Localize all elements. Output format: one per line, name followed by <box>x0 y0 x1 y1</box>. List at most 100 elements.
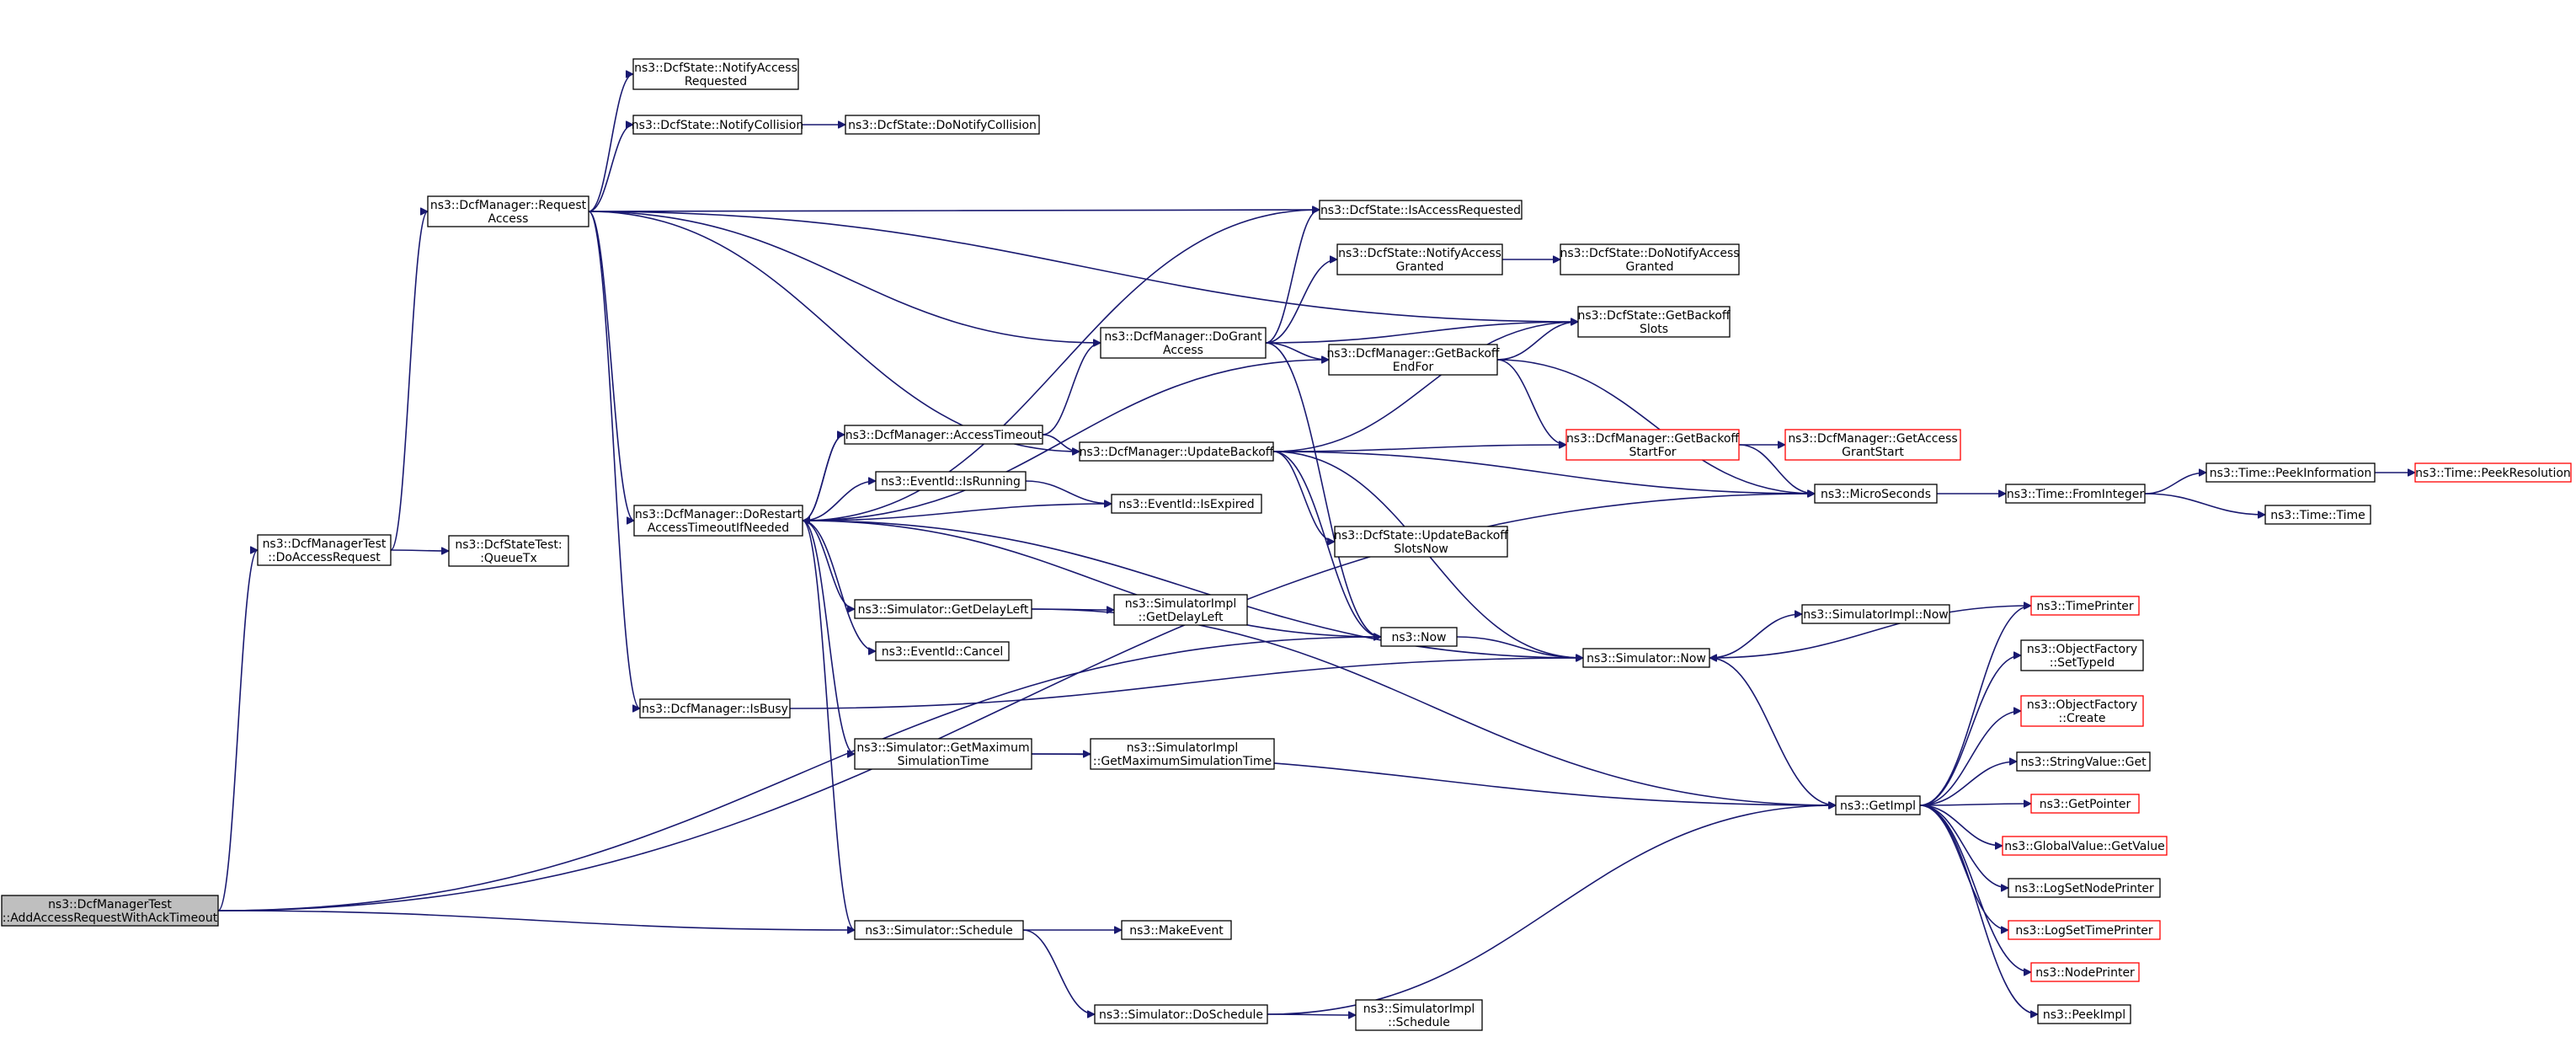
node-svget[interactable]: ns3::StringValue::Get <box>2016 751 2151 772</box>
node-label: ::DoAccessRequest <box>268 551 381 564</box>
node-label: ns3::ObjectFactory <box>2027 698 2137 712</box>
node-label: EndFor <box>1393 361 1434 374</box>
node-queuetx[interactable]: ns3::DcfStateTest::QueueTx <box>448 535 569 567</box>
node-dosched[interactable]: ns3::Simulator::DoSchedule <box>1094 1004 1268 1024</box>
node-sgmst[interactable]: ns3::Simulator::GetMaximumSimulationTime <box>854 738 1032 770</box>
node-fromint[interactable]: ns3::Time::FromInteger <box>2005 484 2146 504</box>
node-lsnp[interactable]: ns3::LogSetNodePrinter <box>2008 878 2161 898</box>
node-schedule[interactable]: ns3::Simulator::Schedule <box>854 920 1024 940</box>
node-peekres[interactable]: ns3::Time::PeekResolution <box>2414 462 2572 483</box>
node-getpointer[interactable]: ns3::GetPointer <box>2030 794 2140 814</box>
node-lstp[interactable]: ns3::LogSetTimePrinter <box>2008 920 2161 940</box>
node-label: ns3::DcfManager::DoRestart <box>635 508 803 521</box>
node-isreq[interactable]: ns3::DcfState::IsAccessRequested <box>1319 200 1523 220</box>
edge-ub-to-now <box>1272 451 1381 637</box>
node-label: ns3::SimulatorImpl <box>1125 597 1237 611</box>
edge-root-to-now <box>217 637 1381 911</box>
node-simnow[interactable]: ns3::Simulator::Now <box>1582 648 1710 668</box>
node-label: ns3::EventId::Cancel <box>882 645 1004 659</box>
node-layer: ns3::DcfManagerTest::AddAccessRequestWit… <box>1 58 2572 1031</box>
node-box <box>633 505 803 537</box>
node-sigdl[interactable]: ns3::SimulatorImpl::GetDelayLeft <box>1113 594 1248 626</box>
node-box <box>1835 795 1921 815</box>
node-micro[interactable]: ns3::MicroSeconds <box>1814 484 1938 504</box>
edge-dosched-to-getimpl <box>1267 805 1836 1015</box>
node-label: ns3::PeekImpl <box>2043 1008 2125 1022</box>
node-label: ns3::EventId::IsExpired <box>1118 498 1254 511</box>
node-label: Access <box>488 212 529 226</box>
node-peekimpl[interactable]: ns3::PeekImpl <box>2037 1004 2131 1024</box>
node-box <box>1100 327 1267 359</box>
node-makeevent[interactable]: ns3::MakeEvent <box>1121 920 1232 940</box>
node-isrun[interactable]: ns3::EventId::IsRunning <box>875 471 1027 491</box>
node-nc[interactable]: ns3::DcfState::NotifyCollision <box>632 115 803 135</box>
edge-dga-to-gbe <box>1265 342 1329 360</box>
node-label: :QueueTx <box>480 552 537 565</box>
node-dnc[interactable]: ns3::DcfState::DoNotifyCollision <box>845 115 1040 135</box>
node-timetime[interactable]: ns3::Time::Time <box>2264 505 2371 525</box>
edge-req-to-dga <box>588 211 1101 343</box>
edge-dga-to-isreq <box>1265 210 1320 344</box>
node-label: GrantStart <box>1842 446 1904 459</box>
node-label: ns3::DcfState::GetBackoff <box>1577 309 1730 323</box>
node-box <box>257 534 392 566</box>
node-label: ns3::DcfManagerTest <box>48 898 172 911</box>
edge-dar-to-queuetx <box>390 550 449 551</box>
node-label: AccessTimeoutIfNeeded <box>648 521 789 535</box>
edge-ub-to-micro <box>1272 451 1815 494</box>
node-sisched[interactable]: ns3::SimulatorImpl::Schedule <box>1355 999 1483 1031</box>
node-label: ns3::DcfManager::IsBusy <box>642 703 788 716</box>
node-label: ns3::DcfManager::GetBackoff <box>1326 347 1499 361</box>
node-ub[interactable]: ns3::DcfManager::UpdateBackoff <box>1079 441 1274 462</box>
node-label: ::GetMaximumSimulationTime <box>1093 755 1272 768</box>
edge-dr-to-isreq <box>802 210 1320 521</box>
edge-simnow-to-siminow <box>1709 614 1802 659</box>
edge-fromint-to-timetime <box>2144 493 2265 515</box>
node-box <box>2020 695 2144 727</box>
edge-req-to-nar <box>588 74 634 212</box>
node-siminow[interactable]: ns3::SimulatorImpl::Now <box>1801 604 1950 624</box>
edge-req-to-isreq <box>588 210 1320 211</box>
node-label: ns3::SimulatorImpl <box>1127 741 1239 755</box>
node-isexp[interactable]: ns3::EventId::IsExpired <box>1111 494 1262 514</box>
node-label: Granted <box>1625 260 1673 274</box>
node-box <box>875 641 1010 661</box>
node-box <box>1121 920 1232 940</box>
node-box <box>844 425 1043 445</box>
node-peekinfo[interactable]: ns3::Time::PeekInformation <box>2205 462 2376 483</box>
node-isbusy[interactable]: ns3::DcfManager::IsBusy <box>639 698 791 719</box>
node-gvgv[interactable]: ns3::GlobalValue::GetValue <box>2002 836 2168 856</box>
node-nodeprinter[interactable]: ns3::NodePrinter <box>2030 962 2140 982</box>
node-dar[interactable]: ns3::DcfManagerTest::DoAccessRequest <box>257 534 392 566</box>
edge-gbsf-to-micro <box>1738 444 1815 494</box>
node-box <box>1 895 219 927</box>
node-label: StartFor <box>1629 446 1676 459</box>
edge-req-to-ub <box>588 211 1080 452</box>
node-dr[interactable]: ns3::DcfManager::DoRestartAccessTimeoutI… <box>633 505 803 537</box>
node-label: ::SetTypeId <box>2050 656 2115 670</box>
node-sigmst[interactable]: ns3::SimulatorImpl::GetMaximumSimulation… <box>1090 738 1275 770</box>
node-ofcreate[interactable]: ns3::ObjectFactory::Create <box>2020 695 2144 727</box>
node-label: Slots <box>1640 323 1668 336</box>
node-now[interactable]: ns3::Now <box>1380 627 1458 647</box>
node-getimpl[interactable]: ns3::GetImpl <box>1835 795 1921 815</box>
node-at[interactable]: ns3::DcfManager::AccessTimeout <box>844 425 1043 445</box>
node-timeprinter[interactable]: ns3::TimePrinter <box>2030 596 2140 616</box>
node-ofsti[interactable]: ns3::ObjectFactory::SetTypeId <box>2020 639 2144 671</box>
node-cancel[interactable]: ns3::EventId::Cancel <box>875 641 1010 661</box>
node-root[interactable]: ns3::DcfManagerTest::AddAccessRequestWit… <box>1 895 219 927</box>
node-box <box>854 738 1032 770</box>
node-sgdl[interactable]: ns3::Simulator::GetDelayLeft <box>854 599 1032 619</box>
edge-dr-to-cancel <box>802 520 877 651</box>
